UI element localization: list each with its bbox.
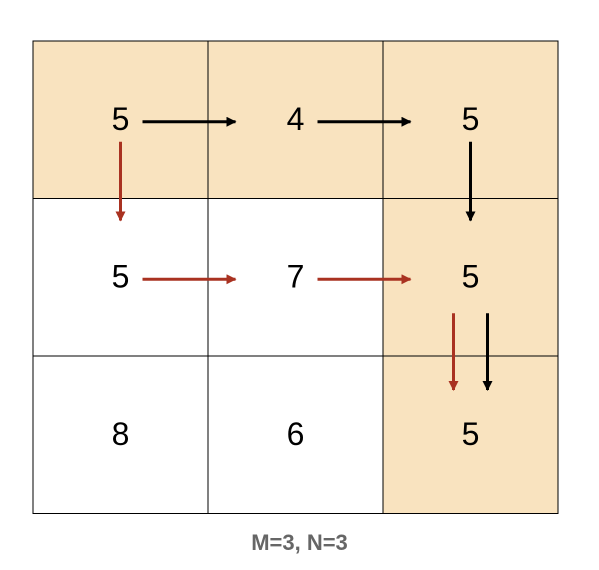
grid-cell-1-2	[382, 198, 559, 357]
cell-value-2-0: 8	[112, 416, 130, 452]
grid-cell-1-0	[32, 198, 209, 357]
grid-cell-2-2	[382, 355, 559, 514]
grid-cell-0-1	[207, 40, 384, 199]
cell-value-2-2: 5	[462, 416, 480, 452]
cell-value-2-1: 6	[287, 416, 305, 452]
cell-value-0-1: 4	[287, 101, 305, 137]
cell-value-1-1: 7	[287, 259, 305, 295]
cell-value-1-0: 5	[112, 259, 130, 295]
grid-cell-0-2	[382, 40, 559, 199]
grid-cell-1-1	[207, 198, 384, 357]
cell-value-0-2: 5	[462, 101, 480, 137]
grid-size-caption: M=3, N=3	[251, 530, 348, 555]
cell-value-0-0: 5	[112, 101, 130, 137]
cell-value-1-2: 5	[462, 259, 480, 295]
grid-cell-2-0	[32, 355, 209, 514]
grid-cell-2-1	[207, 355, 384, 514]
